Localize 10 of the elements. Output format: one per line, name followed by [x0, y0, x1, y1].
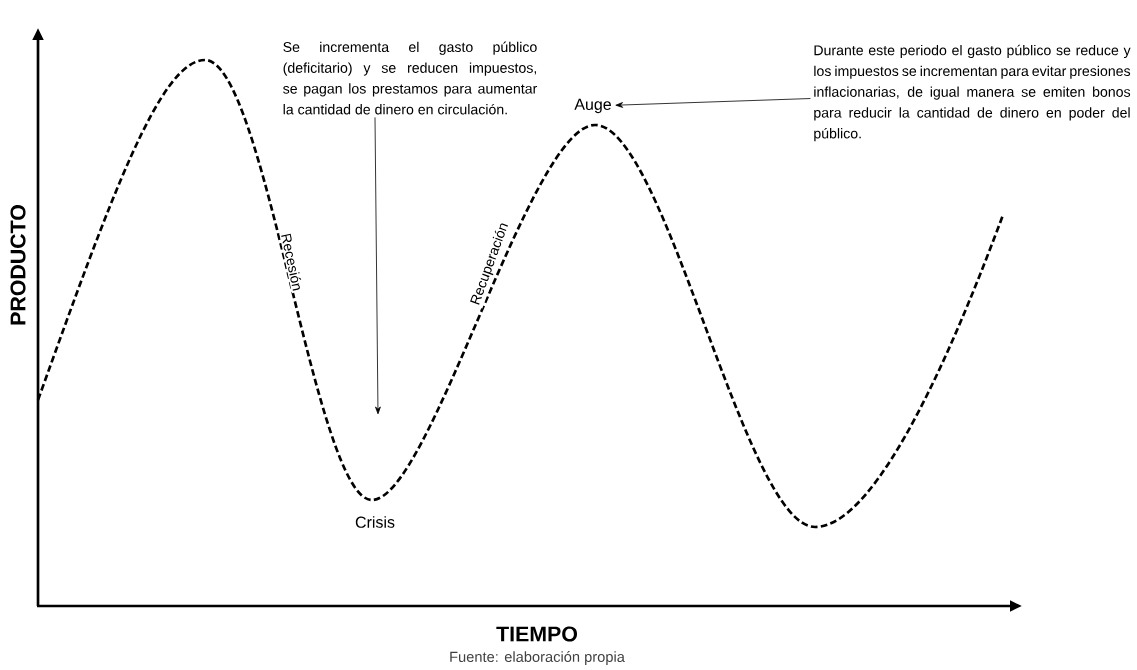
axis-title: PRODUCTO [9, 202, 27, 328]
phase-label: Crisis [353, 514, 397, 530]
curve-label: Recesión [279, 230, 305, 294]
annotation-text: Durante este periodo el gasto público se reduce y los impuestos se incrementan para evitar presiones inflacionarias, de igual manera se emiten bonos para reducir la cantidad de dinero en poder del público. [814, 44, 1131, 142]
arrow [374, 117, 381, 415]
annotation-text: Se incrementa el gasto público (deficitario) y se reducen impuestos, se pagan los prestamos para aumentar la cantidad de dinero en circulación. [283, 41, 538, 115]
caption: Fuente: elaboración propia [450, 651, 625, 665]
arrow [615, 98, 811, 108]
phase-label: Auge [574, 98, 611, 114]
axis-title: TIEMPO [494, 625, 580, 643]
